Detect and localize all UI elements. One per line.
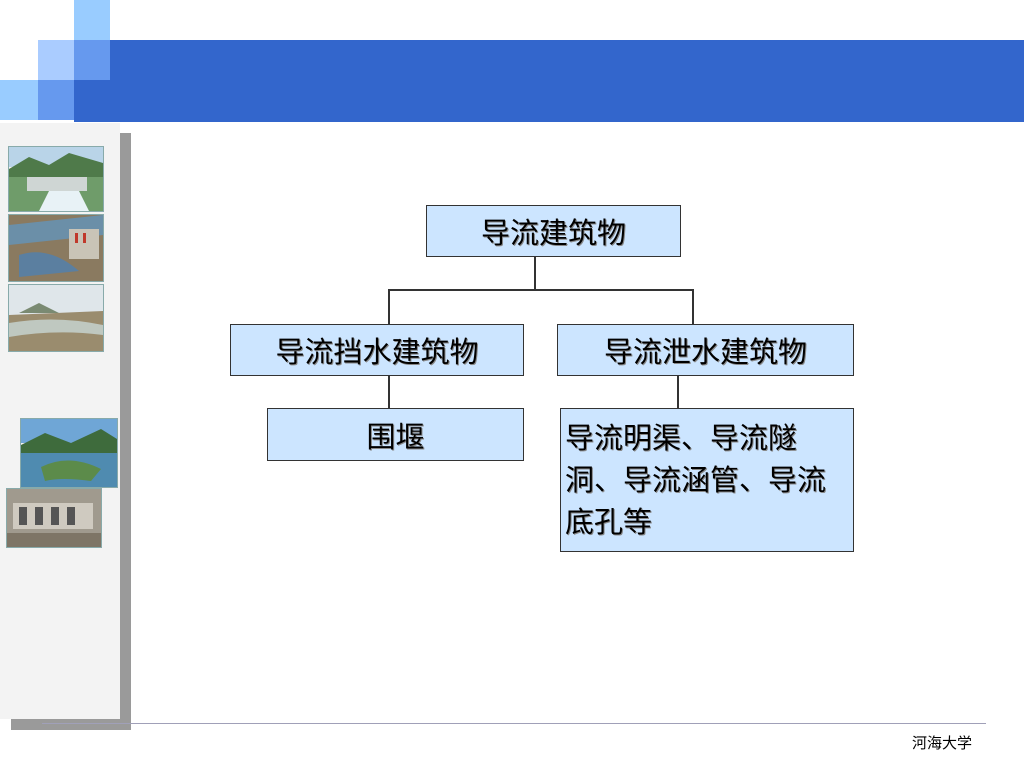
sidebar-shadow bbox=[11, 719, 131, 730]
connector-line bbox=[388, 375, 390, 409]
footer-label: 河海大学 bbox=[912, 732, 972, 753]
dam-photo bbox=[8, 284, 104, 352]
connector-line bbox=[692, 289, 694, 325]
right-branch-node: 导流泄水建筑物 bbox=[557, 324, 854, 376]
right-leaf-node: 导流明渠、导流隧洞、导流涵管、导流底孔等 bbox=[560, 408, 854, 552]
footer-divider bbox=[42, 723, 986, 724]
header-square bbox=[38, 40, 74, 80]
dam-photo bbox=[8, 214, 104, 282]
header-square bbox=[74, 0, 110, 40]
connector-line bbox=[388, 289, 694, 291]
dam-photo bbox=[20, 418, 118, 488]
dam-photo bbox=[6, 488, 102, 548]
header-band bbox=[74, 40, 1024, 122]
connector-line bbox=[677, 375, 679, 409]
sidebar-shadow bbox=[120, 133, 131, 729]
connector-line bbox=[534, 256, 536, 290]
header-square bbox=[38, 80, 74, 120]
dam-photo bbox=[8, 146, 104, 212]
root-node: 导流建筑物 bbox=[426, 205, 681, 257]
left-branch-node: 导流挡水建筑物 bbox=[230, 324, 524, 376]
header-square bbox=[0, 80, 38, 120]
connector-line bbox=[388, 289, 390, 325]
left-leaf-node: 围堰 bbox=[267, 408, 524, 461]
header-square bbox=[74, 40, 110, 80]
